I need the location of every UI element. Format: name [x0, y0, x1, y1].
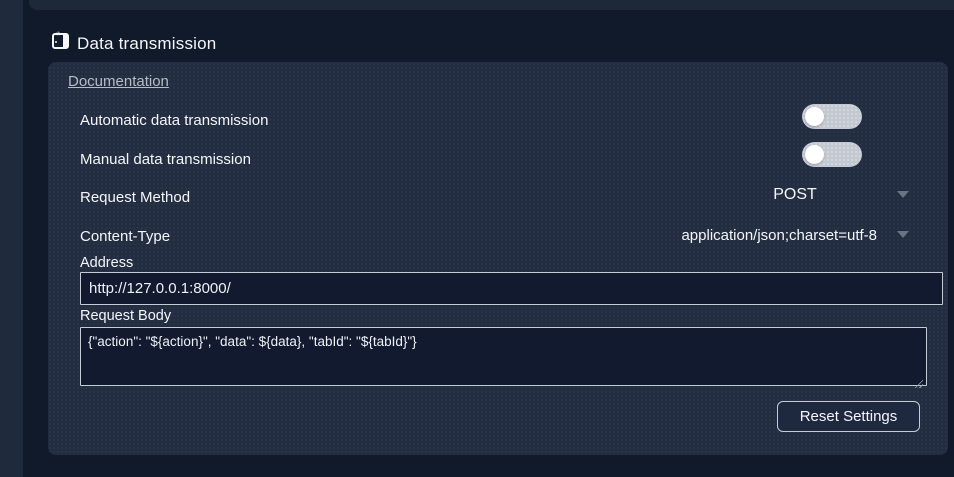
request-method-label: Request Method: [80, 189, 191, 206]
settings-card: Documentation Automatic data transmissio…: [48, 62, 948, 455]
automatic-transmission-label: Automatic data transmission: [80, 112, 269, 129]
section-title: Data transmission: [77, 34, 217, 53]
icon-bar: [63, 35, 67, 47]
data-transmission-icon: [52, 33, 69, 49]
request-body-wrap: {"action": "${action}", "data": ${data},…: [80, 327, 927, 392]
request-method-select[interactable]: POST: [773, 186, 817, 203]
left-panel-edge: [0, 0, 23, 477]
manual-transmission-label: Manual data transmission: [80, 151, 251, 168]
documentation-link[interactable]: Documentation: [68, 73, 169, 90]
address-input[interactable]: [80, 272, 943, 305]
chevron-down-icon[interactable]: [897, 191, 909, 198]
request-body-textarea[interactable]: {"action": "${action}", "data": ${data},…: [80, 327, 927, 386]
content-type-label: Content-Type: [80, 228, 171, 245]
address-label: Address: [80, 255, 134, 271]
toggle-knob: [805, 107, 824, 126]
chevron-down-icon[interactable]: [897, 231, 909, 238]
icon-asterisk: [56, 31, 60, 42]
manual-transmission-toggle[interactable]: [802, 142, 862, 167]
request-body-label: Request Body: [80, 308, 172, 324]
reset-settings-button[interactable]: Reset Settings: [777, 401, 920, 432]
automatic-transmission-toggle[interactable]: [802, 104, 862, 129]
toggle-knob: [805, 145, 824, 164]
content-type-select[interactable]: application/json;charset=utf-8: [681, 227, 877, 244]
icon-dot: [55, 41, 57, 43]
previous-card-bottom: [29, 0, 954, 10]
